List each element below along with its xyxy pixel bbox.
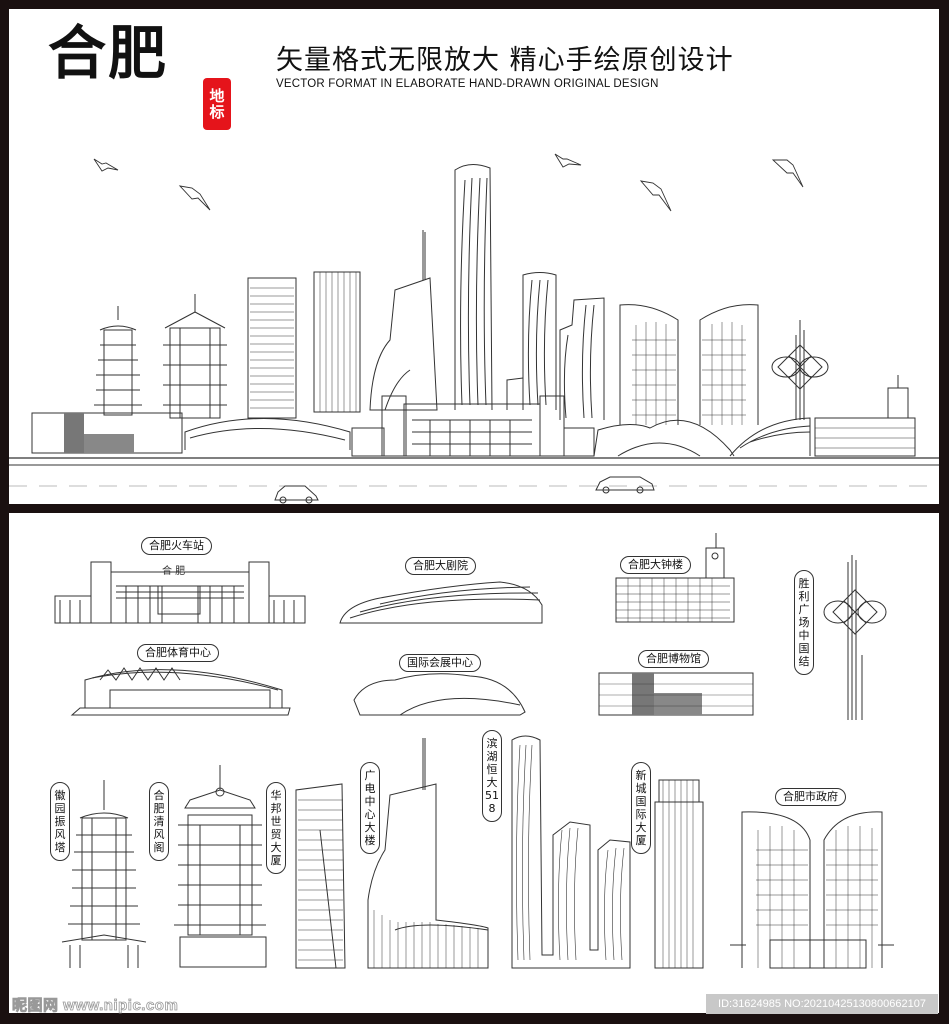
- car-icon: [595, 476, 655, 494]
- chinese-knot-drawing: [823, 555, 887, 720]
- station-sign: 合 肥: [162, 566, 186, 577]
- label-clock-tower: 合肥大钟楼: [620, 556, 691, 574]
- image-id-watermark: ID:31624985 NO:20210425130800662107: [706, 994, 938, 1014]
- landmark-drawings: [54, 533, 894, 969]
- bird-icons: [93, 153, 804, 212]
- label-sports-center: 合肥体育中心: [137, 644, 219, 662]
- label-convention-center: 国际会展中心: [399, 654, 481, 672]
- xincheng-tower-drawing: [654, 779, 704, 969]
- label-chinese-knot: 胜利广场中国结: [794, 570, 814, 675]
- label-zhenfeng-pagoda: 徽园振风塔: [50, 782, 70, 861]
- label-train-station: 合肥火车站: [141, 537, 212, 555]
- train-station-drawing: [54, 561, 306, 624]
- slogan-english: VECTOR FORMAT IN ELABORATE HAND-DRAWN OR…: [276, 78, 659, 90]
- pagoda-small: [94, 306, 142, 416]
- label-xincheng-tower: 新城国际大厦: [631, 762, 651, 854]
- label-broadcast-tower: 广电中心大楼: [360, 762, 380, 854]
- pavilion-top: [163, 294, 227, 419]
- convention-center-drawing: [353, 673, 526, 716]
- label-city-hall: 合肥市政府: [775, 788, 846, 806]
- nipic-watermark: 昵图网 www.nipic.com: [12, 997, 179, 1015]
- city-title: 合肥: [48, 19, 169, 87]
- landmark-seal: 地 标: [203, 78, 231, 130]
- label-qingfeng-pavilion: 合肥清风阁: [149, 782, 169, 861]
- label-museum: 合肥博物馆: [638, 650, 709, 668]
- clock-tower-drawing: [615, 533, 735, 623]
- skyline-illustration: [9, 164, 939, 504]
- landmarks-panel: [9, 513, 939, 1013]
- label-evergrande-518: 滨湖恒大518: [482, 730, 502, 822]
- label-grand-theatre: 合肥大剧院: [405, 557, 476, 575]
- huabang-tower-drawing: [295, 783, 346, 969]
- grand-theatre-drawing: [339, 581, 543, 624]
- zhenfeng-pagoda-drawing: [61, 780, 147, 968]
- city-hall-drawing: [730, 811, 894, 969]
- museum-drawing: [598, 672, 754, 716]
- seal-char-2: 标: [209, 103, 225, 121]
- slogan-chinese: 矢量格式无限放大 精心手绘原创设计: [276, 45, 734, 76]
- label-huabang-tower: 华邦世贸大厦: [266, 782, 286, 874]
- seal-char-1: 地: [209, 86, 225, 105]
- car-icon: [274, 485, 319, 504]
- broadcast-tower-drawing: [367, 738, 489, 969]
- qingfeng-pavilion-drawing: [174, 765, 267, 968]
- sports-center-drawing: [70, 667, 291, 716]
- evergrande-tower-drawing: [511, 735, 631, 969]
